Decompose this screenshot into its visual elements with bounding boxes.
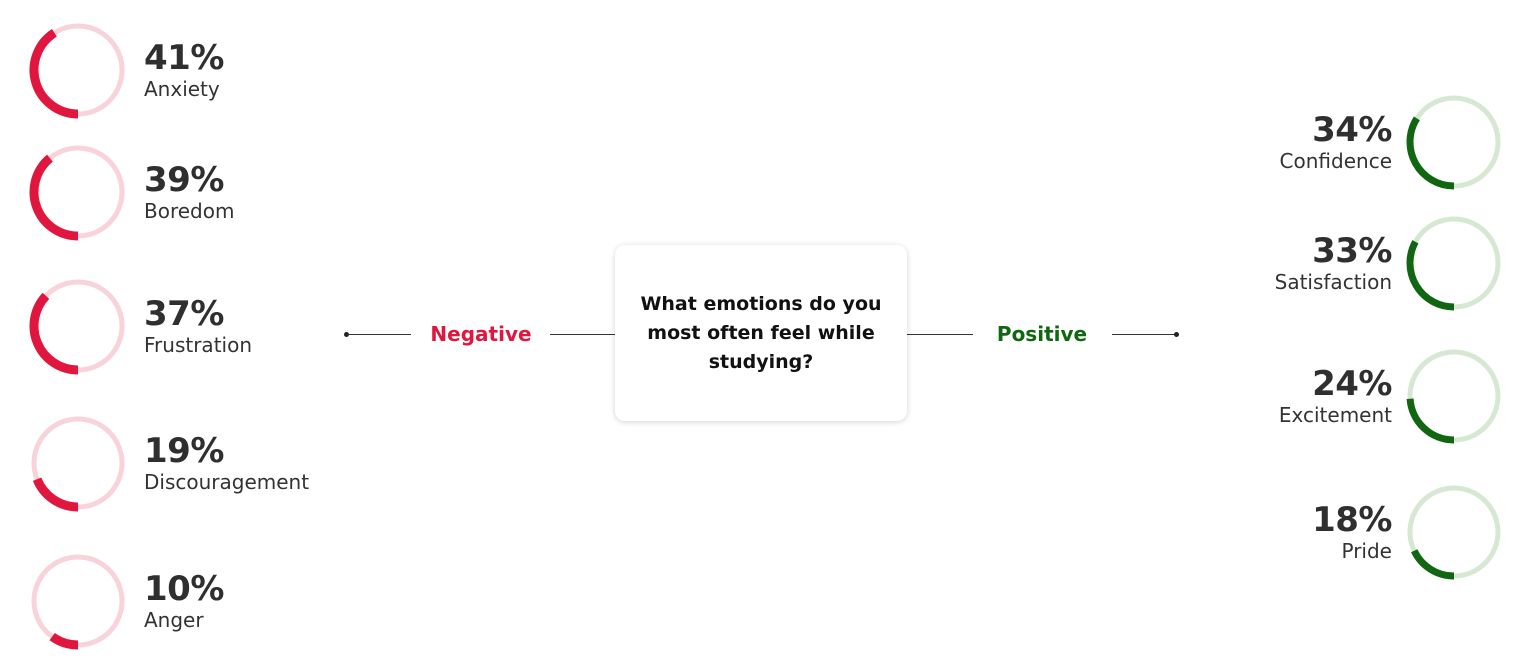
positive-item-excitement: 24% Excitement	[1204, 346, 1504, 446]
donut-ring	[1404, 346, 1504, 446]
item-text: 34% Confidence	[1279, 110, 1393, 174]
connector-line	[550, 334, 615, 335]
item-label: Satisfaction	[1274, 270, 1392, 294]
connector-dot-right	[1174, 332, 1179, 337]
item-percent: 33%	[1312, 231, 1392, 271]
donut-arc-discouragement	[32, 477, 79, 512]
item-percent: 34%	[1312, 110, 1392, 150]
donut-ring	[1404, 213, 1504, 313]
item-label: Discouragement	[144, 470, 310, 494]
positive-item-confidence: 34% Confidence	[1204, 92, 1504, 192]
connector-line	[907, 334, 973, 335]
donut-ring	[1404, 482, 1504, 582]
donut-ring	[28, 413, 128, 513]
item-percent: 41%	[144, 38, 224, 78]
donut-ring	[28, 276, 128, 376]
donut-ring	[1404, 92, 1504, 192]
item-label: Confidence	[1279, 149, 1392, 173]
donut-arc-excitement	[1406, 398, 1455, 444]
item-percent: 37%	[144, 294, 224, 334]
donut-arc-satisfaction	[1406, 240, 1455, 311]
donut-track	[31, 554, 125, 648]
donut-arc-boredom	[29, 154, 79, 241]
question-card: What emotions do you most often feel whi…	[615, 245, 907, 421]
positive-item-pride: 18% Pride	[1204, 482, 1504, 582]
item-text: 18% Pride	[1312, 502, 1392, 564]
donut-arc-pride	[1411, 549, 1455, 580]
item-text: 24% Excitement	[1278, 364, 1393, 428]
item-percent: 19%	[144, 431, 224, 471]
item-label: Pride	[1341, 539, 1393, 563]
positive-group-label: Positive	[996, 322, 1088, 346]
item-percent: 18%	[1312, 500, 1392, 540]
donut-arc-confidence	[1406, 116, 1455, 190]
item-percent: 39%	[144, 160, 224, 200]
item-text: 37% Frustration	[144, 296, 252, 358]
donut-arc-anxiety	[29, 29, 79, 119]
connector-line	[347, 334, 411, 335]
item-label: Boredom	[144, 199, 235, 223]
item-text: 19% Discouragement	[144, 433, 309, 495]
item-percent: 10%	[144, 569, 224, 609]
item-text: 41% Anxiety	[144, 40, 224, 102]
item-label: Excitement	[1278, 403, 1392, 427]
item-label: Anxiety	[144, 77, 220, 101]
donut-ring	[28, 142, 128, 242]
item-label: Frustration	[144, 333, 252, 357]
item-text: 33% Satisfaction	[1274, 231, 1393, 295]
connector-line	[1112, 334, 1176, 335]
negative-group-label: Negative	[430, 322, 532, 346]
item-label: Anger	[144, 608, 204, 632]
donut-ring	[28, 20, 128, 120]
donut-ring	[28, 551, 128, 651]
donut-arc-anger	[49, 632, 79, 650]
donut-arc-frustration	[29, 292, 79, 375]
question-text: What emotions do you most often feel whi…	[640, 292, 882, 373]
positive-item-satisfaction: 33% Satisfaction	[1204, 213, 1504, 313]
connector-dot-left	[344, 332, 349, 337]
item-percent: 24%	[1312, 364, 1392, 404]
item-text: 39% Boredom	[144, 162, 234, 224]
item-text: 10% Anger	[144, 571, 224, 633]
